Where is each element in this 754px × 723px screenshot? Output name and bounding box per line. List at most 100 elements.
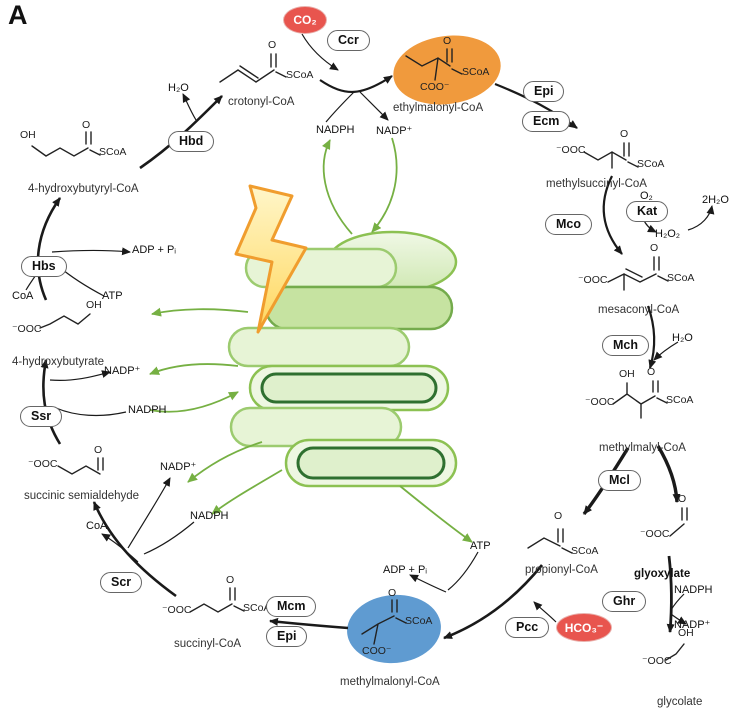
atom-oh: OH <box>86 299 102 311</box>
atom-o: O <box>650 242 659 254</box>
atom-o: O <box>620 128 629 140</box>
atom-scoa: SCoA <box>243 602 271 614</box>
cofactor-nadp-ssr: NADP⁺ <box>104 365 141 377</box>
metabolite-label-crotonyl-coa: crotonyl-CoA <box>228 96 295 108</box>
structure-ethylmalonyl-coa: O SCoA COO⁻ ethylmalonyl-CoA <box>393 35 503 118</box>
atom-o: O <box>268 39 277 51</box>
arrow-h2o-in-mch <box>653 341 679 361</box>
atom-oh: OH <box>20 129 36 141</box>
metabolite-label-4-hydroxybutyryl-coa: 4-hydroxybutyryl-CoA <box>28 183 139 195</box>
atom-o: O <box>647 366 656 378</box>
enzyme-epi-bottom: Epi <box>266 626 308 647</box>
arrow-nadph-in-ccr <box>325 91 355 123</box>
arrow-glyoxylate-to-glycolate <box>666 555 675 633</box>
green-arrow-pcc-atp <box>399 485 473 543</box>
structure-glycolate: OH ⁻OOC glycolate <box>642 627 727 712</box>
arrow-adp-out-hbs <box>51 247 131 256</box>
cofactor-atp-hbs: ATP <box>102 290 123 302</box>
cofactor-coa-scr: CoA <box>86 520 108 532</box>
atom-coo: COO⁻ <box>420 81 450 93</box>
cycle-arrows <box>36 75 681 640</box>
atom-scoa: SCoA <box>571 545 599 557</box>
atom-scoa: SCoA <box>462 66 490 78</box>
arrow-nadph-in-ssr <box>55 407 127 417</box>
arrow-h2o2-to-2h2o <box>687 205 715 231</box>
atom-scoa: SCoA <box>637 158 665 170</box>
atom-ooc: ⁻OOC <box>640 528 670 540</box>
atom-scoa: SCoA <box>405 615 433 627</box>
arrow-nadph-in-ghr <box>670 593 685 611</box>
arrow-methylsuccinyl-to-mesaconyl <box>602 175 623 255</box>
co2-badge: CO₂ <box>284 7 326 33</box>
arrow-coa-out-scr <box>101 533 139 563</box>
enzyme-ecm: Ecm <box>522 111 571 132</box>
metabolite-label-glycolate: glycolate <box>657 696 703 708</box>
ethylmalonyl-highlight-blob <box>393 35 501 105</box>
atom-ooc: ⁻OOC <box>578 274 608 286</box>
structure-glyoxylate: O ⁻OOC glyoxylate <box>634 493 720 582</box>
cofactor-nadph-ccr: NADPH <box>316 124 355 136</box>
arrow-nadp-out-scr <box>127 477 171 549</box>
arrow-nadp-out-ccr <box>359 91 389 121</box>
enzyme-ccr: Ccr <box>327 30 370 51</box>
green-arrow-nadph-top <box>321 139 353 235</box>
green-arrow-nadp-top-return <box>371 137 398 233</box>
enzyme-pcc: Pcc <box>505 617 550 638</box>
atom-ooc: ⁻OOC <box>28 458 58 470</box>
cofactor-adp-pi-pcc: ADP + Pᵢ <box>383 564 428 576</box>
enzyme-hbs: Hbs <box>21 256 67 277</box>
cofactor-nadph-ghr: NADPH <box>674 584 713 596</box>
arrow-hco3-in-pcc <box>533 601 557 623</box>
methylmalonyl-highlight-blob <box>347 594 441 664</box>
arrow-mesaconyl-to-methylmalyl <box>646 305 657 369</box>
arrow-adp-out-pcc <box>409 574 447 593</box>
atom-coo: COO⁻ <box>362 645 392 657</box>
arrow-hydroxybutyrate-to-hydroxybutyryl <box>36 197 62 301</box>
structure-4-hydroxybutyrate: OH ⁻OOC 4-hydroxybutyrate <box>12 299 112 372</box>
enzyme-kat: Kat <box>626 201 669 222</box>
structure-methylmalyl-coa: ⁻OOC OH O SCoA methylmalyl-CoA <box>585 366 705 457</box>
metabolite-label-methylsuccinyl-coa: methylsuccinyl-CoA <box>546 178 647 190</box>
arrow-nadph-in-scr <box>143 521 195 555</box>
structure-4-hydroxybutyryl-coa: OH O SCoA 4-hydroxybutyryl-CoA <box>20 119 155 200</box>
cofactor-nadp-ccr: NADP⁺ <box>376 125 413 137</box>
enzyme-scr: Scr <box>100 572 143 593</box>
cofactor-nadph-scr: NADPH <box>190 510 229 522</box>
structure-methylsuccinyl-coa: ⁻OOC O SCoA methylsuccinyl-CoA <box>546 128 666 198</box>
chromatophore-stack <box>227 230 458 488</box>
arrow-propionyl-to-methylmalonyl <box>443 564 544 640</box>
metabolite-label-succinyl-coa: succinyl-CoA <box>174 638 242 650</box>
cofactor-coa-hbs: CoA <box>12 290 34 302</box>
cofactor-nadp-scr: NADP⁺ <box>160 461 197 473</box>
structure-mesaconyl-coa: ⁻OOC O SCoA mesaconyl-CoA <box>578 242 703 320</box>
atom-o: O <box>678 493 687 505</box>
atom-ooc: ⁻OOC <box>162 604 192 616</box>
atom-ooc: ⁻OOC <box>585 396 615 408</box>
arrow-nadp-out-ghr <box>670 613 687 625</box>
arrow-methylmalyl-to-glyoxylate <box>656 445 681 503</box>
green-arrow-scr-nadp <box>187 441 263 483</box>
atom-scoa: SCoA <box>286 69 314 81</box>
cofactor-2h2o-kat: 2H₂O <box>702 194 729 206</box>
structure-succinyl-coa: ⁻OOC O SCoA succinyl-CoA <box>162 574 277 657</box>
atom-scoa: SCoA <box>666 394 694 406</box>
arrow-co2-in <box>301 33 339 71</box>
hco3-badge: HCO₃⁻ <box>557 614 611 641</box>
metabolite-label-glyoxylate: glyoxylate <box>634 568 691 580</box>
structure-methylmalonyl-coa: O SCoA COO⁻ methylmalonyl-CoA <box>340 587 447 691</box>
enzyme-mco: Mco <box>545 214 592 235</box>
enzyme-mcl: Mcl <box>598 470 641 491</box>
cofactor-o2-kat: O₂ <box>640 190 653 202</box>
cofactor-h2o2-kat: H₂O₂ <box>655 228 681 240</box>
arrow-succinyl-to-semialdehyde <box>92 501 177 598</box>
arrow-methylmalonyl-to-succinyl <box>269 617 349 630</box>
arrow-h2o-out-hbd <box>182 93 197 121</box>
atom-ooc: ⁻OOC <box>556 144 586 156</box>
green-arrow-hbs-atp <box>151 307 249 317</box>
atom-o: O <box>94 444 103 456</box>
lightning-bolt-icon <box>234 184 308 334</box>
green-arrow-ssr-nadp <box>149 363 239 375</box>
green-arrow-scr-nadph <box>211 469 283 515</box>
enzyme-mch: Mch <box>602 335 649 356</box>
